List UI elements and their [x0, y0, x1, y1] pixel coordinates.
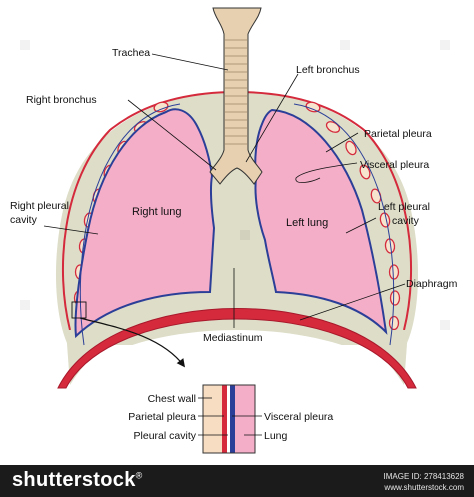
- label-mediastinum: Mediastinum: [203, 332, 263, 344]
- brand-logo: shutterstock®: [12, 469, 143, 492]
- zoom-source-box: [71, 301, 87, 319]
- inset-label-pleural-cavity: Pleural cavity: [134, 430, 197, 442]
- watermark-tiles: [20, 40, 450, 330]
- label-right-pleural-cavity-line2: cavity: [10, 214, 38, 226]
- label-left-pleural-cavity-line1: Left pleural: [378, 201, 430, 213]
- curved-arrow-icon: [79, 317, 186, 368]
- label-left-lung: Left lung: [286, 217, 328, 229]
- pleura-diagram: Trachea Left bronchus Right bronchus Par…: [10, 7, 458, 454]
- label-visceral-pleura: Visceral pleura: [360, 159, 429, 171]
- abdomen-area: [60, 330, 414, 400]
- brand-mark: ®: [135, 470, 143, 481]
- inset-label-parietal-pleura: Parietal pleura: [128, 411, 196, 423]
- diaphragm: [57, 308, 417, 389]
- parietal-pleura-line: [79, 103, 181, 346]
- inset-label-chest-wall: Chest wall: [148, 393, 196, 405]
- leader-lines: [43, 53, 406, 328]
- parietal-pleura-line-right: [293, 103, 395, 346]
- trachea: [209, 7, 263, 185]
- image-id-text: IMAGE ID: 278413628: [383, 472, 465, 481]
- inset-label-lung: Lung: [264, 430, 288, 442]
- right-lung: [74, 108, 216, 339]
- inset-label-visceral-pleura: Visceral pleura: [264, 411, 333, 423]
- pleura-inset: [202, 384, 256, 454]
- label-left-bronchus: Left bronchus: [296, 64, 360, 76]
- inset-leader-lines: [198, 397, 262, 436]
- site-url-text: www.shutterstock.com: [384, 483, 464, 492]
- label-left-pleural-cavity-line2: cavity: [392, 215, 420, 227]
- label-parietal-pleura: Parietal pleura: [364, 128, 432, 140]
- label-right-bronchus: Right bronchus: [26, 94, 97, 106]
- label-diaphragm: Diaphragm: [406, 278, 458, 290]
- label-right-pleural-cavity-line1: Right pleural: [10, 200, 69, 212]
- left-lung: [254, 108, 388, 335]
- label-right-lung: Right lung: [132, 206, 182, 218]
- brand-name: shutterstock: [12, 469, 136, 491]
- footer-bar: shutterstock® IMAGE ID: 278413628 www.sh…: [0, 465, 474, 497]
- label-trachea: Trachea: [112, 47, 150, 59]
